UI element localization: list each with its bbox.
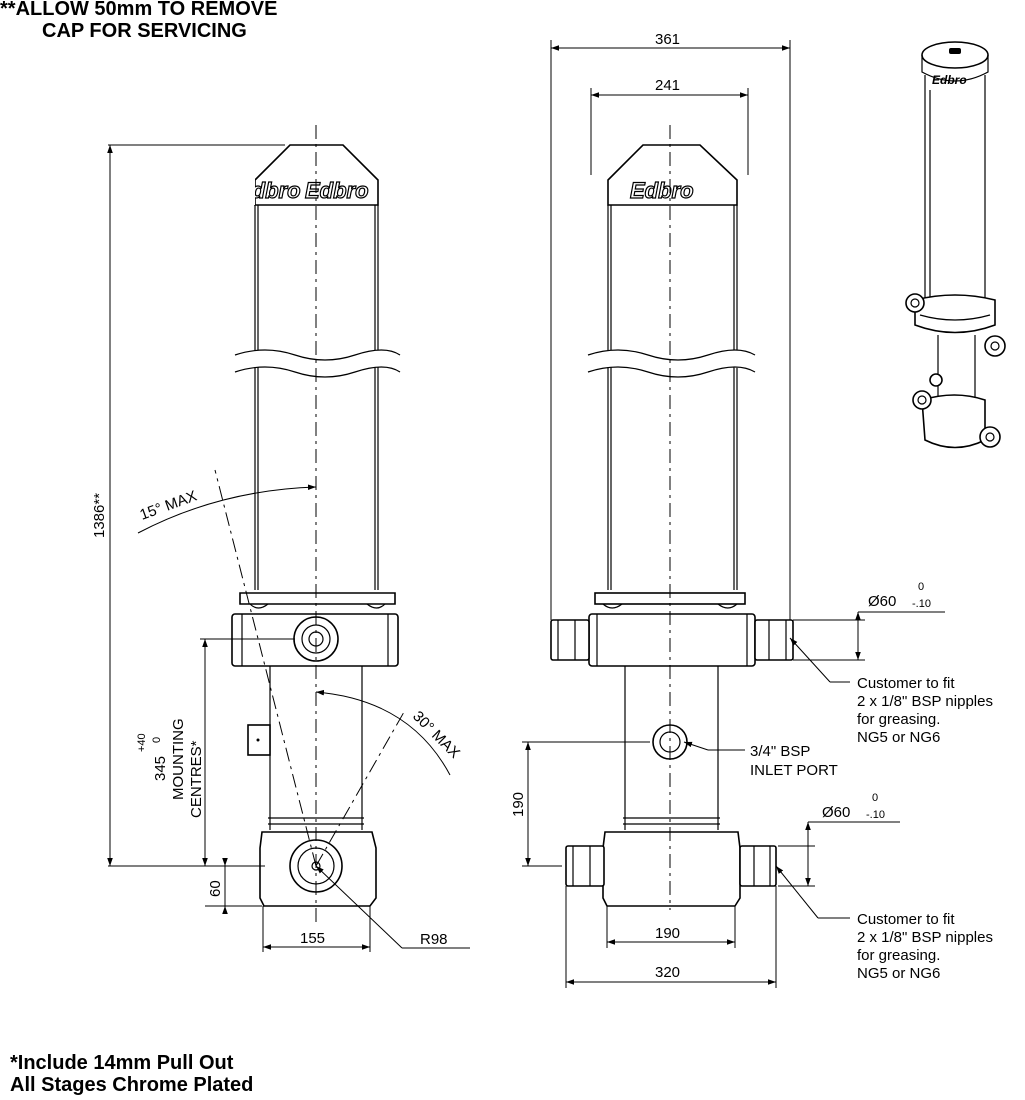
greasing-top-line4: NG5 or NG6 <box>857 729 940 746</box>
note-line: All Stages Chrome Plated <box>10 1074 254 1096</box>
greasing-bottom-line3: for greasing. <box>857 947 940 964</box>
side-view: Edbro Edbro <box>91 125 470 952</box>
pin-tol-upper-top: 0 <box>918 581 924 593</box>
note-line: *Include 14mm Pull Out <box>10 1052 234 1074</box>
greasing-bottom-line2: 2 x 1/8" BSP nipples <box>857 929 993 946</box>
width-overall-label: 361 <box>655 31 680 48</box>
mounting-centres-line2: MOUNTING <box>170 718 187 800</box>
collar <box>239 592 396 605</box>
pin-tol-lower-top: -.10 <box>912 598 931 610</box>
greasing-bottom-line4: NG5 or NG6 <box>857 965 940 982</box>
inlet-line2: INLET PORT <box>750 762 838 779</box>
base-height-label: 60 <box>207 880 224 897</box>
foot-width-label: 320 <box>655 964 680 981</box>
pin-tol-upper-bottom: 0 <box>872 792 878 804</box>
note-line: **ALLOW 50mm TO REMOVE <box>0 0 278 20</box>
base-stub-left <box>565 845 605 887</box>
cap-logo-front: Edbro <box>630 178 694 203</box>
radius-label: R98 <box>420 931 448 948</box>
trunnion-stub-left <box>550 619 590 661</box>
front-view: Edbro <box>510 31 993 988</box>
pin-diameter-bottom-label: Ø60 <box>822 804 850 821</box>
greasing-top-line2: 2 x 1/8" BSP nipples <box>857 693 993 710</box>
mount-width-label: 190 <box>655 925 680 942</box>
inlet-line1: 3/4" BSP <box>750 743 810 760</box>
inlet-height-label: 190 <box>510 792 527 817</box>
mounting-centres-value: 345 <box>152 756 169 781</box>
tolerance-upper: +40 <box>136 733 148 752</box>
cap-logo: Edbro <box>305 178 369 203</box>
base-width-label: 155 <box>300 930 325 947</box>
isometric-view: Edbro <box>905 41 1006 449</box>
pin-tol-lower-bottom: -.10 <box>866 809 885 821</box>
pin-diameter-top-label: Ø60 <box>868 593 896 610</box>
greasing-bottom-line1: Customer to fit <box>857 911 955 928</box>
mounting-centres-line3: CENTRES* <box>188 740 205 818</box>
note-pull-out: *Include 14mm Pull Out All Stages Chrome… <box>10 1052 253 1096</box>
trunnion-block-front <box>588 613 756 667</box>
tolerance-lower: 0 <box>151 737 163 743</box>
break-line <box>235 350 400 377</box>
note-line: CAP FOR SERVICING <box>42 20 247 42</box>
trunnion-stub-right <box>754 619 794 661</box>
greasing-top-line1: Customer to fit <box>857 675 955 692</box>
overall-length-label: 1386** <box>91 493 108 538</box>
width-inner-label: 241 <box>655 77 680 94</box>
isometric-logo: Edbro <box>932 73 967 87</box>
note-allow-cap: **ALLOW 50mm TO REMOVE CAP FOR SERVICING <box>0 0 277 42</box>
base-block-front <box>602 831 741 907</box>
greasing-top-line3: for greasing. <box>857 711 940 728</box>
